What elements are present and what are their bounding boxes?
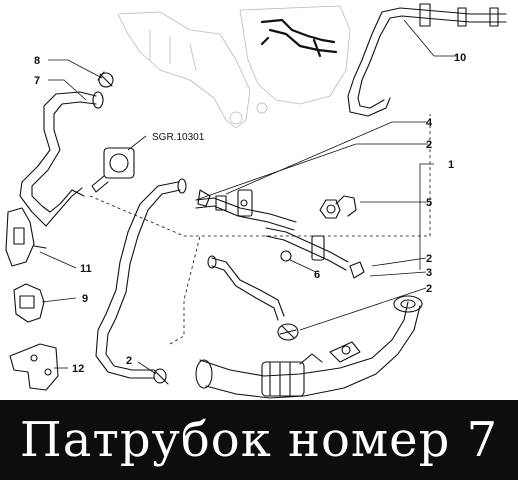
callout-2-lower: 2 (426, 283, 432, 295)
clamp-bottom-left (153, 368, 169, 385)
hose-part-7 (19, 91, 104, 227)
callout-6: 6 (314, 269, 320, 281)
callout-11: 11 (80, 263, 92, 275)
callout-12: 12 (72, 363, 84, 375)
clamps-part-5 (319, 195, 357, 219)
callout-3: 3 (426, 267, 432, 279)
callout-4: 4 (426, 117, 433, 129)
callout-2-bottom: 2 (126, 355, 132, 367)
callout-9: 9 (82, 293, 88, 305)
hose-lower-center (207, 255, 299, 341)
callout-5: 5 (426, 197, 432, 209)
hose-main-long (95, 178, 187, 379)
callout-1: 1 (448, 159, 454, 171)
oil-cooler (91, 147, 135, 193)
clamp-part-8 (97, 71, 114, 88)
callout-8: 8 (34, 55, 40, 67)
leader-lines (39, 19, 458, 375)
callout-2-top: 2 (426, 139, 432, 151)
caption-text: Патрубок номер 7 (19, 412, 499, 468)
bracket-part-12 (9, 343, 59, 391)
callout-10: 10 (454, 52, 466, 64)
bracket-part-11 (5, 207, 47, 267)
wiring-harness (260, 18, 338, 58)
tube-assembly (195, 189, 297, 231)
bracket-part-9 (13, 283, 45, 323)
callout-7: 7 (34, 75, 40, 87)
reference-code-label: SGR.10301 (152, 132, 205, 143)
callout-2-mid: 2 (426, 253, 432, 265)
engine-block-outline (117, 5, 351, 129)
pipe-part-10 (347, 3, 507, 117)
caption-banner: Патрубок номер 7 (0, 400, 518, 480)
egr-cooler-assembly (195, 295, 423, 399)
parts-diagram: 8 7 10 4 2 1 5 2 3 2 6 11 9 12 2 SGR.103… (5, 3, 507, 399)
